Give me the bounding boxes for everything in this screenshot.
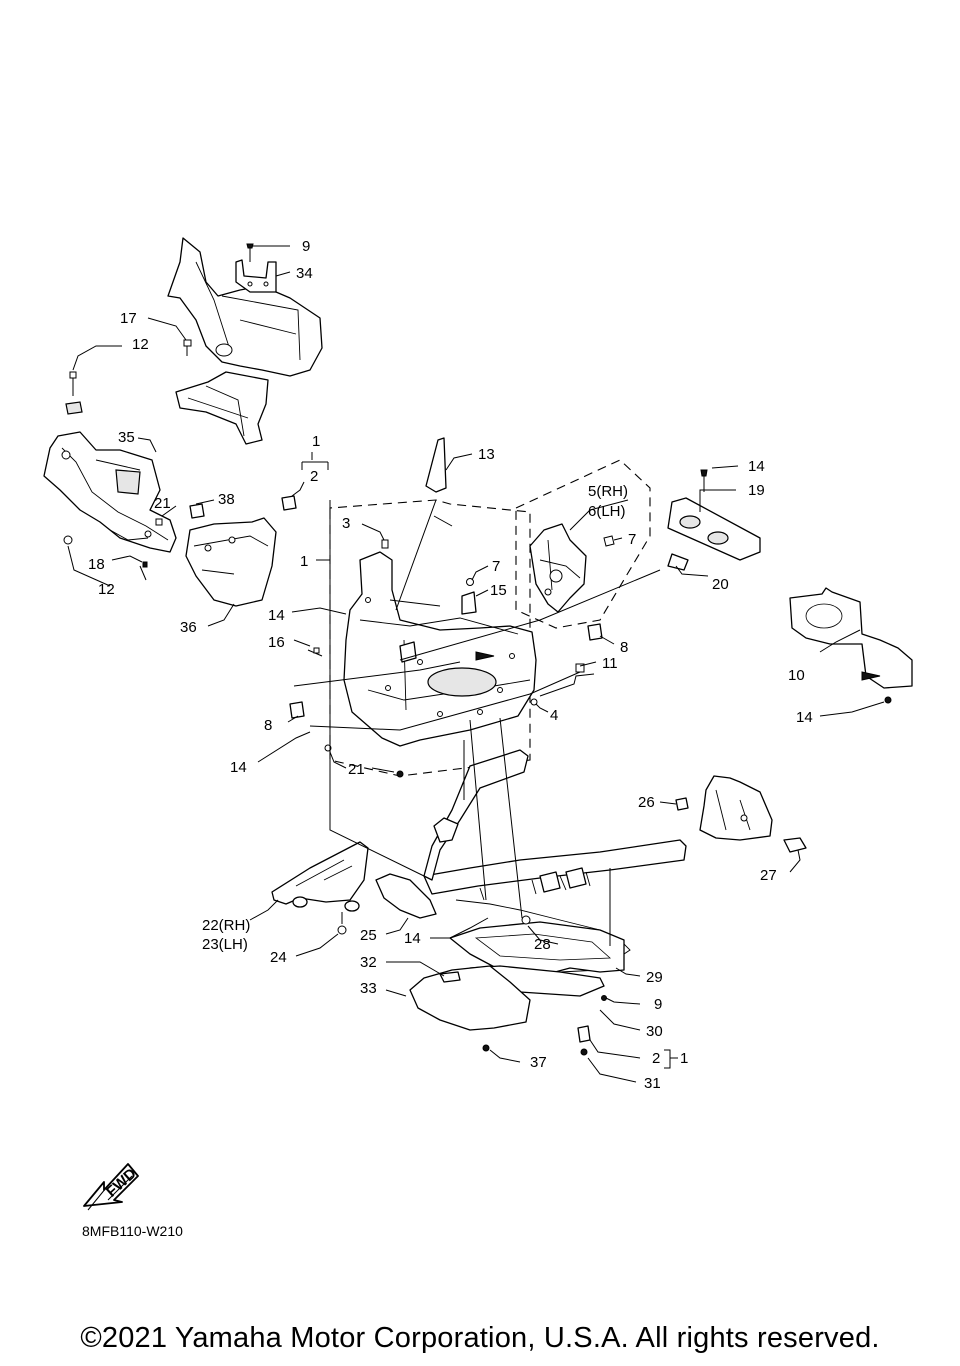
callout-26: 26 — [638, 794, 655, 811]
bracket-25 — [375, 873, 437, 919]
callout-7: 7 — [492, 558, 500, 575]
callout-33: 33 — [360, 980, 377, 997]
bracket-5-6 — [529, 523, 587, 613]
callout-36: 36 — [180, 619, 197, 636]
rubber-8-right — [587, 623, 603, 641]
callout-24: 24 — [270, 949, 287, 966]
callout-9-bottom: 9 — [654, 996, 662, 1013]
screw-14-top-right — [700, 469, 708, 492]
cover-36 — [185, 517, 277, 607]
callout-18: 18 — [88, 556, 105, 573]
callout-1: 1 — [312, 433, 320, 450]
group-box-5-6 — [515, 459, 651, 629]
callout-10: 10 — [788, 667, 805, 684]
callout-8-right: 8 — [620, 639, 628, 656]
callout-35: 35 — [118, 429, 135, 446]
callout-8-left: 8 — [264, 717, 272, 734]
mount-22-23 — [271, 841, 369, 935]
callout-19: 19 — [748, 482, 765, 499]
callout-7-right: 7 — [628, 531, 636, 548]
screw-21-left — [155, 518, 163, 526]
callout-12-lower: 12 — [98, 581, 115, 598]
screw-9-top — [246, 243, 254, 262]
callout-38: 38 — [218, 491, 235, 508]
callout-34: 34 — [296, 265, 313, 282]
callout-2-bottom: 2 — [652, 1050, 660, 1067]
bracket-13 — [395, 437, 447, 611]
callout-labels: 9 34 17 12 35 1 2 13 14 19 5(RH) 6(LH) 3… — [88, 238, 813, 1092]
callout-32: 32 — [360, 954, 377, 971]
callout-25: 25 — [360, 927, 377, 944]
callout-1-bottom: 1 — [680, 1050, 688, 1067]
rear-bracket-26-27 — [675, 775, 807, 853]
skid-plate-29 — [449, 921, 625, 977]
grommet-12-low — [63, 535, 73, 545]
callout-15: 15 — [490, 582, 507, 599]
grommet-12-top — [65, 371, 83, 415]
callout-31: 31 — [644, 1075, 661, 1092]
plate-19 — [667, 497, 761, 561]
callout-3: 3 — [342, 515, 350, 532]
skid-plate-33 — [409, 965, 531, 1031]
callout-37: 37 — [530, 1054, 547, 1071]
plate-10 — [789, 587, 913, 704]
callout-23-lh: 23(LH) — [202, 936, 248, 953]
bracket-34 — [235, 259, 277, 293]
screw-16 — [307, 647, 323, 657]
spacer-20 — [667, 553, 689, 571]
callout-30: 30 — [646, 1023, 663, 1040]
callout-12: 12 — [132, 336, 149, 353]
callout-17: 17 — [120, 310, 137, 327]
callout-14-left: 14 — [230, 759, 247, 776]
fwd-arrow-icon: FWD — [83, 1163, 140, 1211]
callout-4: 4 — [550, 707, 558, 724]
callout-20: 20 — [712, 576, 729, 593]
callout-5-rh: 5(RH) — [588, 483, 628, 500]
leader-lines — [67, 245, 885, 1083]
callout-22-rh: 22(RH) — [202, 917, 250, 934]
callout-16: 16 — [268, 634, 285, 651]
nut-2-top — [281, 495, 297, 511]
callout-21: 21 — [154, 495, 171, 512]
callout-2: 2 — [310, 468, 318, 485]
bolt-3 — [381, 539, 389, 549]
callout-13: 13 — [478, 446, 495, 463]
guard-35 — [43, 431, 177, 553]
nut-7-left — [466, 578, 474, 586]
callout-6-lh: 6(LH) — [588, 503, 626, 520]
callout-14: 14 — [748, 458, 765, 475]
callout-28: 28 — [534, 936, 551, 953]
screw-18 — [139, 561, 148, 581]
bolt-4 — [530, 698, 538, 706]
callout-27: 27 — [760, 867, 777, 884]
callout-9: 9 — [302, 238, 310, 255]
upper-panel-assembly — [167, 237, 323, 445]
callout-21-lower: 21 — [348, 761, 365, 778]
screw-17 — [183, 339, 192, 356]
callout-29: 29 — [646, 969, 663, 986]
callout-14-bottom: 14 — [404, 930, 421, 947]
nut-7-right — [603, 535, 615, 547]
clip-15 — [461, 591, 477, 615]
callout-14-center: 14 — [268, 607, 285, 624]
diagram-code: 8MFB110-W210 — [82, 1223, 183, 1239]
callout-1-center: 1 — [300, 553, 308, 570]
callout-14-right: 14 — [796, 709, 813, 726]
rubber-8-left — [289, 701, 305, 719]
group-box-1 — [329, 499, 531, 777]
copyright-notice: ©2021 Yamaha Motor Corporation, U.S.A. A… — [80, 1322, 880, 1354]
callout-11: 11 — [602, 655, 618, 672]
clip-38 — [189, 503, 205, 519]
